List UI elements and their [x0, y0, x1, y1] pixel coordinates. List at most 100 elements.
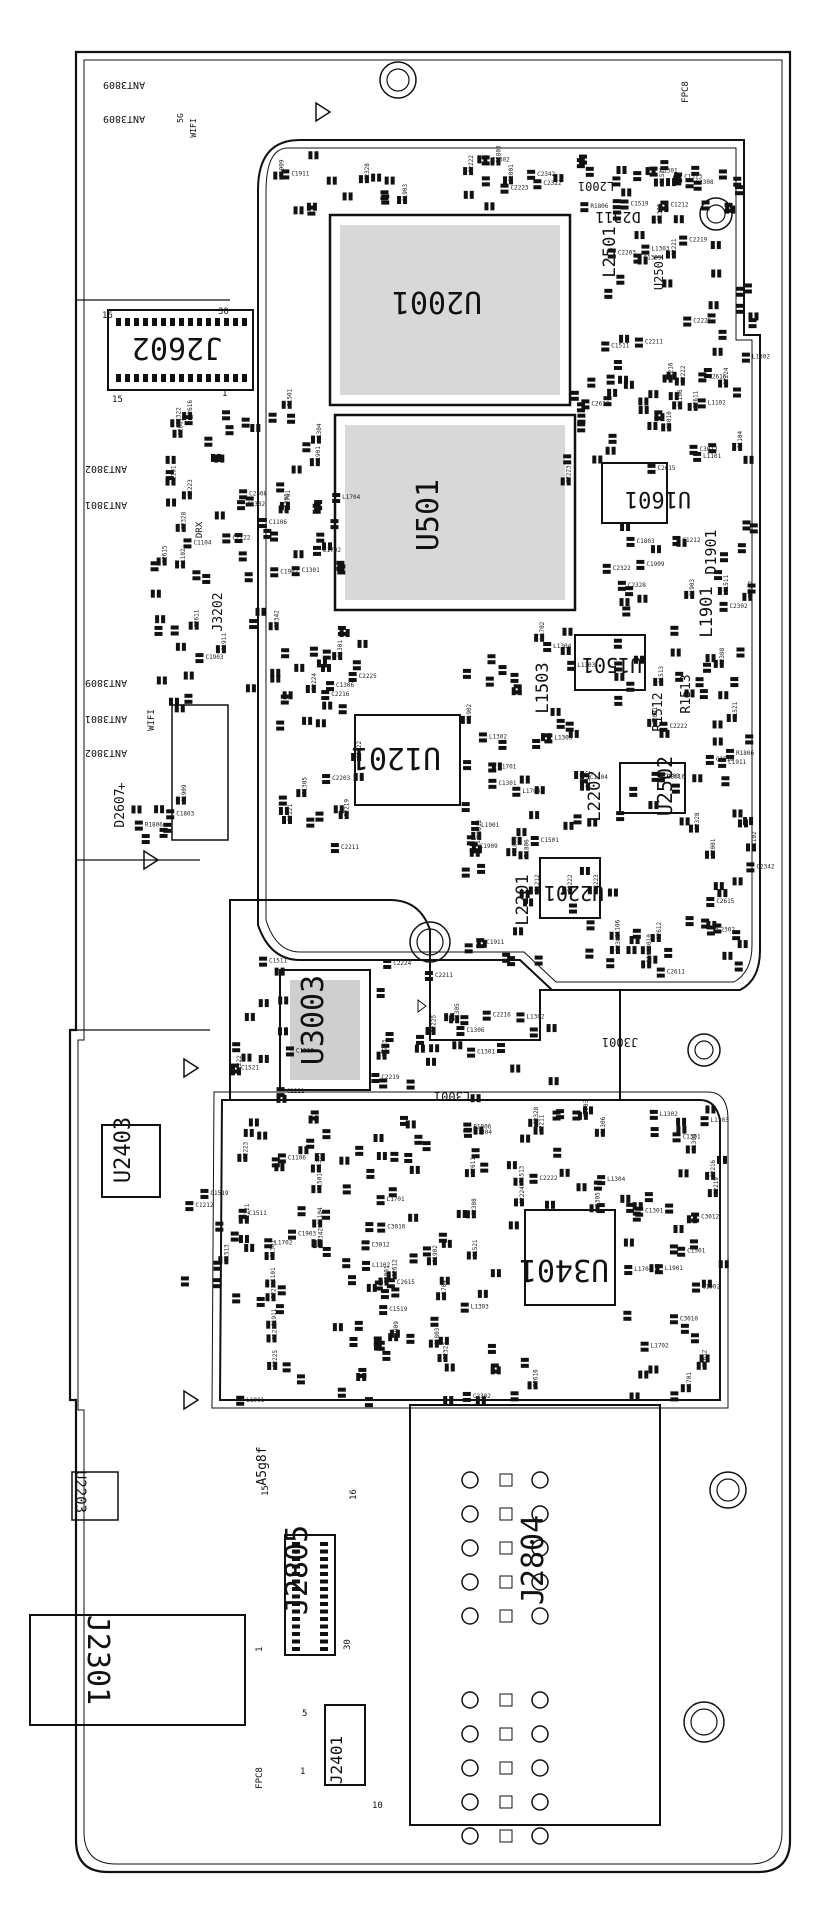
smd-pad: [156, 589, 161, 598]
smd-pad: [256, 1302, 265, 1307]
smd-pad: [587, 818, 592, 827]
smd-pad: [268, 412, 277, 417]
component-ref: C2342: [537, 171, 555, 178]
smd-pad: [241, 1053, 246, 1062]
smd-pad: [568, 627, 573, 636]
smd-pad: [545, 1200, 550, 1209]
smd-pad: [408, 1213, 413, 1222]
smd-pad: [477, 831, 482, 840]
smd-pad: [644, 1370, 649, 1379]
smd-pad: [482, 1016, 491, 1021]
smd-pad: [270, 1252, 275, 1261]
smd-pad: [693, 180, 702, 185]
smd-pad: [214, 511, 219, 520]
smd-pad: [500, 189, 509, 194]
smd-pad: [622, 166, 627, 175]
smd-pad: [737, 819, 742, 828]
component-ref: C1305: [643, 255, 661, 262]
smd-pad: [376, 994, 385, 999]
smd-pad: [595, 1204, 600, 1213]
smd-pad: [374, 1286, 383, 1291]
smd-pad: [383, 958, 392, 963]
component-ref: C2219: [381, 1074, 399, 1081]
smd-pad: [635, 1206, 644, 1211]
component-ref: C2001: [178, 417, 185, 435]
smd-pad: [641, 250, 650, 255]
smd-pad: [623, 1238, 628, 1247]
smd-pad: [222, 539, 231, 544]
smd-pad: [702, 662, 711, 667]
component-ref: C2221: [287, 804, 294, 822]
smd-pad: [316, 532, 325, 537]
smd-pad: [281, 654, 290, 659]
smd-pad: [592, 455, 597, 464]
smd-pad: [700, 1116, 709, 1121]
smd-pad: [732, 877, 737, 886]
smd-pad: [180, 1282, 189, 1287]
five-g-label: 5G: [176, 113, 185, 123]
smd-pad: [745, 740, 754, 745]
component-ref: C1803: [511, 836, 518, 854]
smd-pad: [534, 886, 539, 895]
smd-pad: [245, 496, 254, 501]
smd-pad: [349, 1342, 358, 1347]
connector-pin: [292, 1564, 300, 1569]
smd-pad: [502, 952, 511, 957]
smd-pad: [587, 886, 592, 895]
smd-pad: [653, 955, 658, 964]
smd-pad: [276, 668, 281, 677]
smd-pad: [192, 576, 201, 581]
connector-pin: [320, 1647, 328, 1651]
component-ref: L1304: [553, 643, 571, 650]
smd-pad: [373, 1342, 382, 1347]
smd-pad: [274, 622, 279, 631]
smd-pad: [466, 715, 471, 724]
smd-pad: [544, 739, 553, 744]
smd-pad: [647, 955, 652, 964]
smd-pad: [202, 579, 211, 584]
smd-pad: [510, 678, 519, 683]
smd-pad: [543, 648, 552, 653]
smd-pad: [690, 689, 695, 698]
smd-pad: [276, 482, 285, 487]
smd-pad: [540, 786, 545, 795]
smd-pad: [471, 1154, 480, 1159]
component-ref: C2308: [719, 647, 726, 665]
smd-pad: [562, 627, 567, 636]
smd-pad: [710, 241, 715, 250]
component-ref: R1806: [145, 822, 163, 829]
smd-pad: [296, 1380, 305, 1385]
smd-pad: [312, 551, 321, 556]
smd-pad: [664, 947, 673, 952]
connector-pin: [188, 318, 193, 326]
smd-pad: [529, 898, 534, 907]
smd-pad: [606, 374, 615, 379]
smd-pad: [520, 1134, 525, 1143]
component-ref: C2302: [492, 156, 510, 163]
smd-pad: [348, 672, 357, 677]
smd-pad: [225, 431, 234, 436]
smd-pad: [243, 1128, 248, 1137]
smd-pad: [716, 1155, 721, 1164]
smd-pad: [293, 206, 298, 215]
smd-pad: [516, 1064, 521, 1073]
component-ref: C1106: [269, 519, 287, 526]
component-ref: C2615: [162, 545, 169, 563]
smd-pad: [248, 1118, 253, 1127]
smd-pad: [376, 1201, 385, 1206]
smd-pad: [619, 598, 624, 607]
smd-pad: [463, 760, 472, 765]
connector-pin: [224, 318, 229, 326]
smd-pad: [568, 886, 573, 895]
smd-pad: [487, 1349, 496, 1354]
ref-L1901: L1901: [697, 586, 717, 637]
component-ref: C2308: [615, 934, 622, 952]
smd-pad: [657, 215, 662, 224]
smd-pad: [735, 286, 744, 291]
smd-pad: [553, 174, 558, 183]
smd-pad: [373, 1133, 378, 1142]
smd-pad: [268, 622, 273, 631]
smd-pad: [376, 1195, 385, 1200]
smd-pad: [570, 390, 579, 395]
smd-pad: [377, 1228, 386, 1233]
